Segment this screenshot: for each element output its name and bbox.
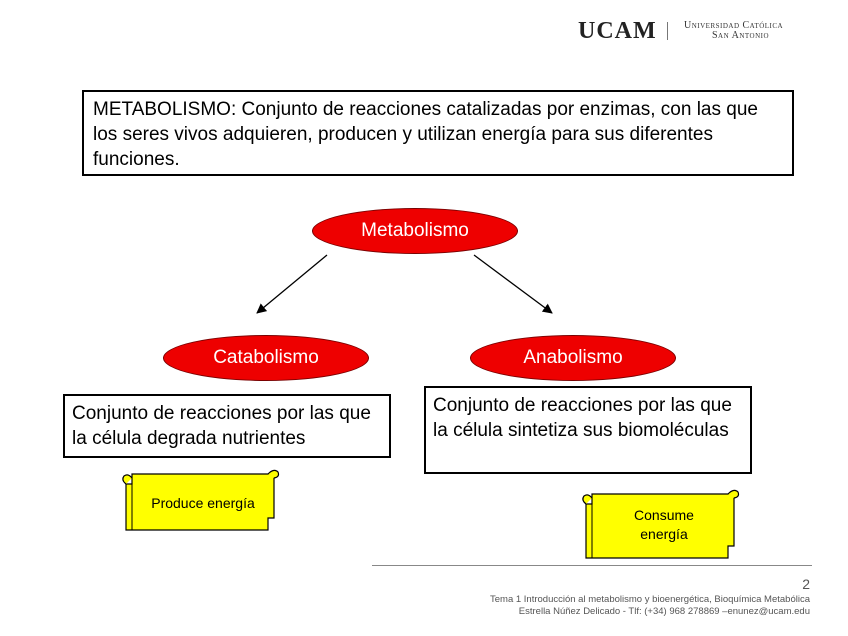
- definition-box: METABOLISMO: Conjunto de reacciones cata…: [82, 90, 794, 176]
- logo-university-line1: Universidad Católica: [684, 20, 784, 31]
- catabolism-description: Conjunto de reacciones por las que la cé…: [63, 394, 391, 458]
- consume-energy-line1: Consume: [634, 507, 694, 523]
- logo-divider: [667, 22, 668, 40]
- consume-energy-scroll-shape: [582, 489, 740, 559]
- arrow-to-catabolism: [256, 254, 328, 314]
- produce-energy-note: Produce energía: [151, 494, 255, 511]
- logo-ucam: UCAM: [578, 18, 657, 44]
- produce-energy-scroll-shape: [122, 469, 280, 531]
- page-number: 2: [802, 576, 810, 592]
- catabolism-ellipse: Catabolismo: [163, 335, 369, 381]
- footer-divider: [372, 565, 812, 566]
- metabolism-ellipse: Metabolismo: [312, 208, 518, 254]
- anabolism-description: Conjunto de reacciones por las que la cé…: [424, 386, 752, 474]
- consume-energy-line2: energía: [640, 526, 688, 542]
- consume-energy-note: Consume energía: [594, 498, 734, 552]
- footer-course-line: Tema 1 Introducción al metabolismo y bio…: [490, 594, 810, 605]
- logo-university-line2: San Antonio: [712, 30, 770, 41]
- arrow-to-anabolism: [473, 254, 553, 314]
- anabolism-ellipse: Anabolismo: [470, 335, 676, 381]
- footer-contact-line: Estrella Núñez Delicado - Tlf: (+34) 968…: [518, 606, 810, 617]
